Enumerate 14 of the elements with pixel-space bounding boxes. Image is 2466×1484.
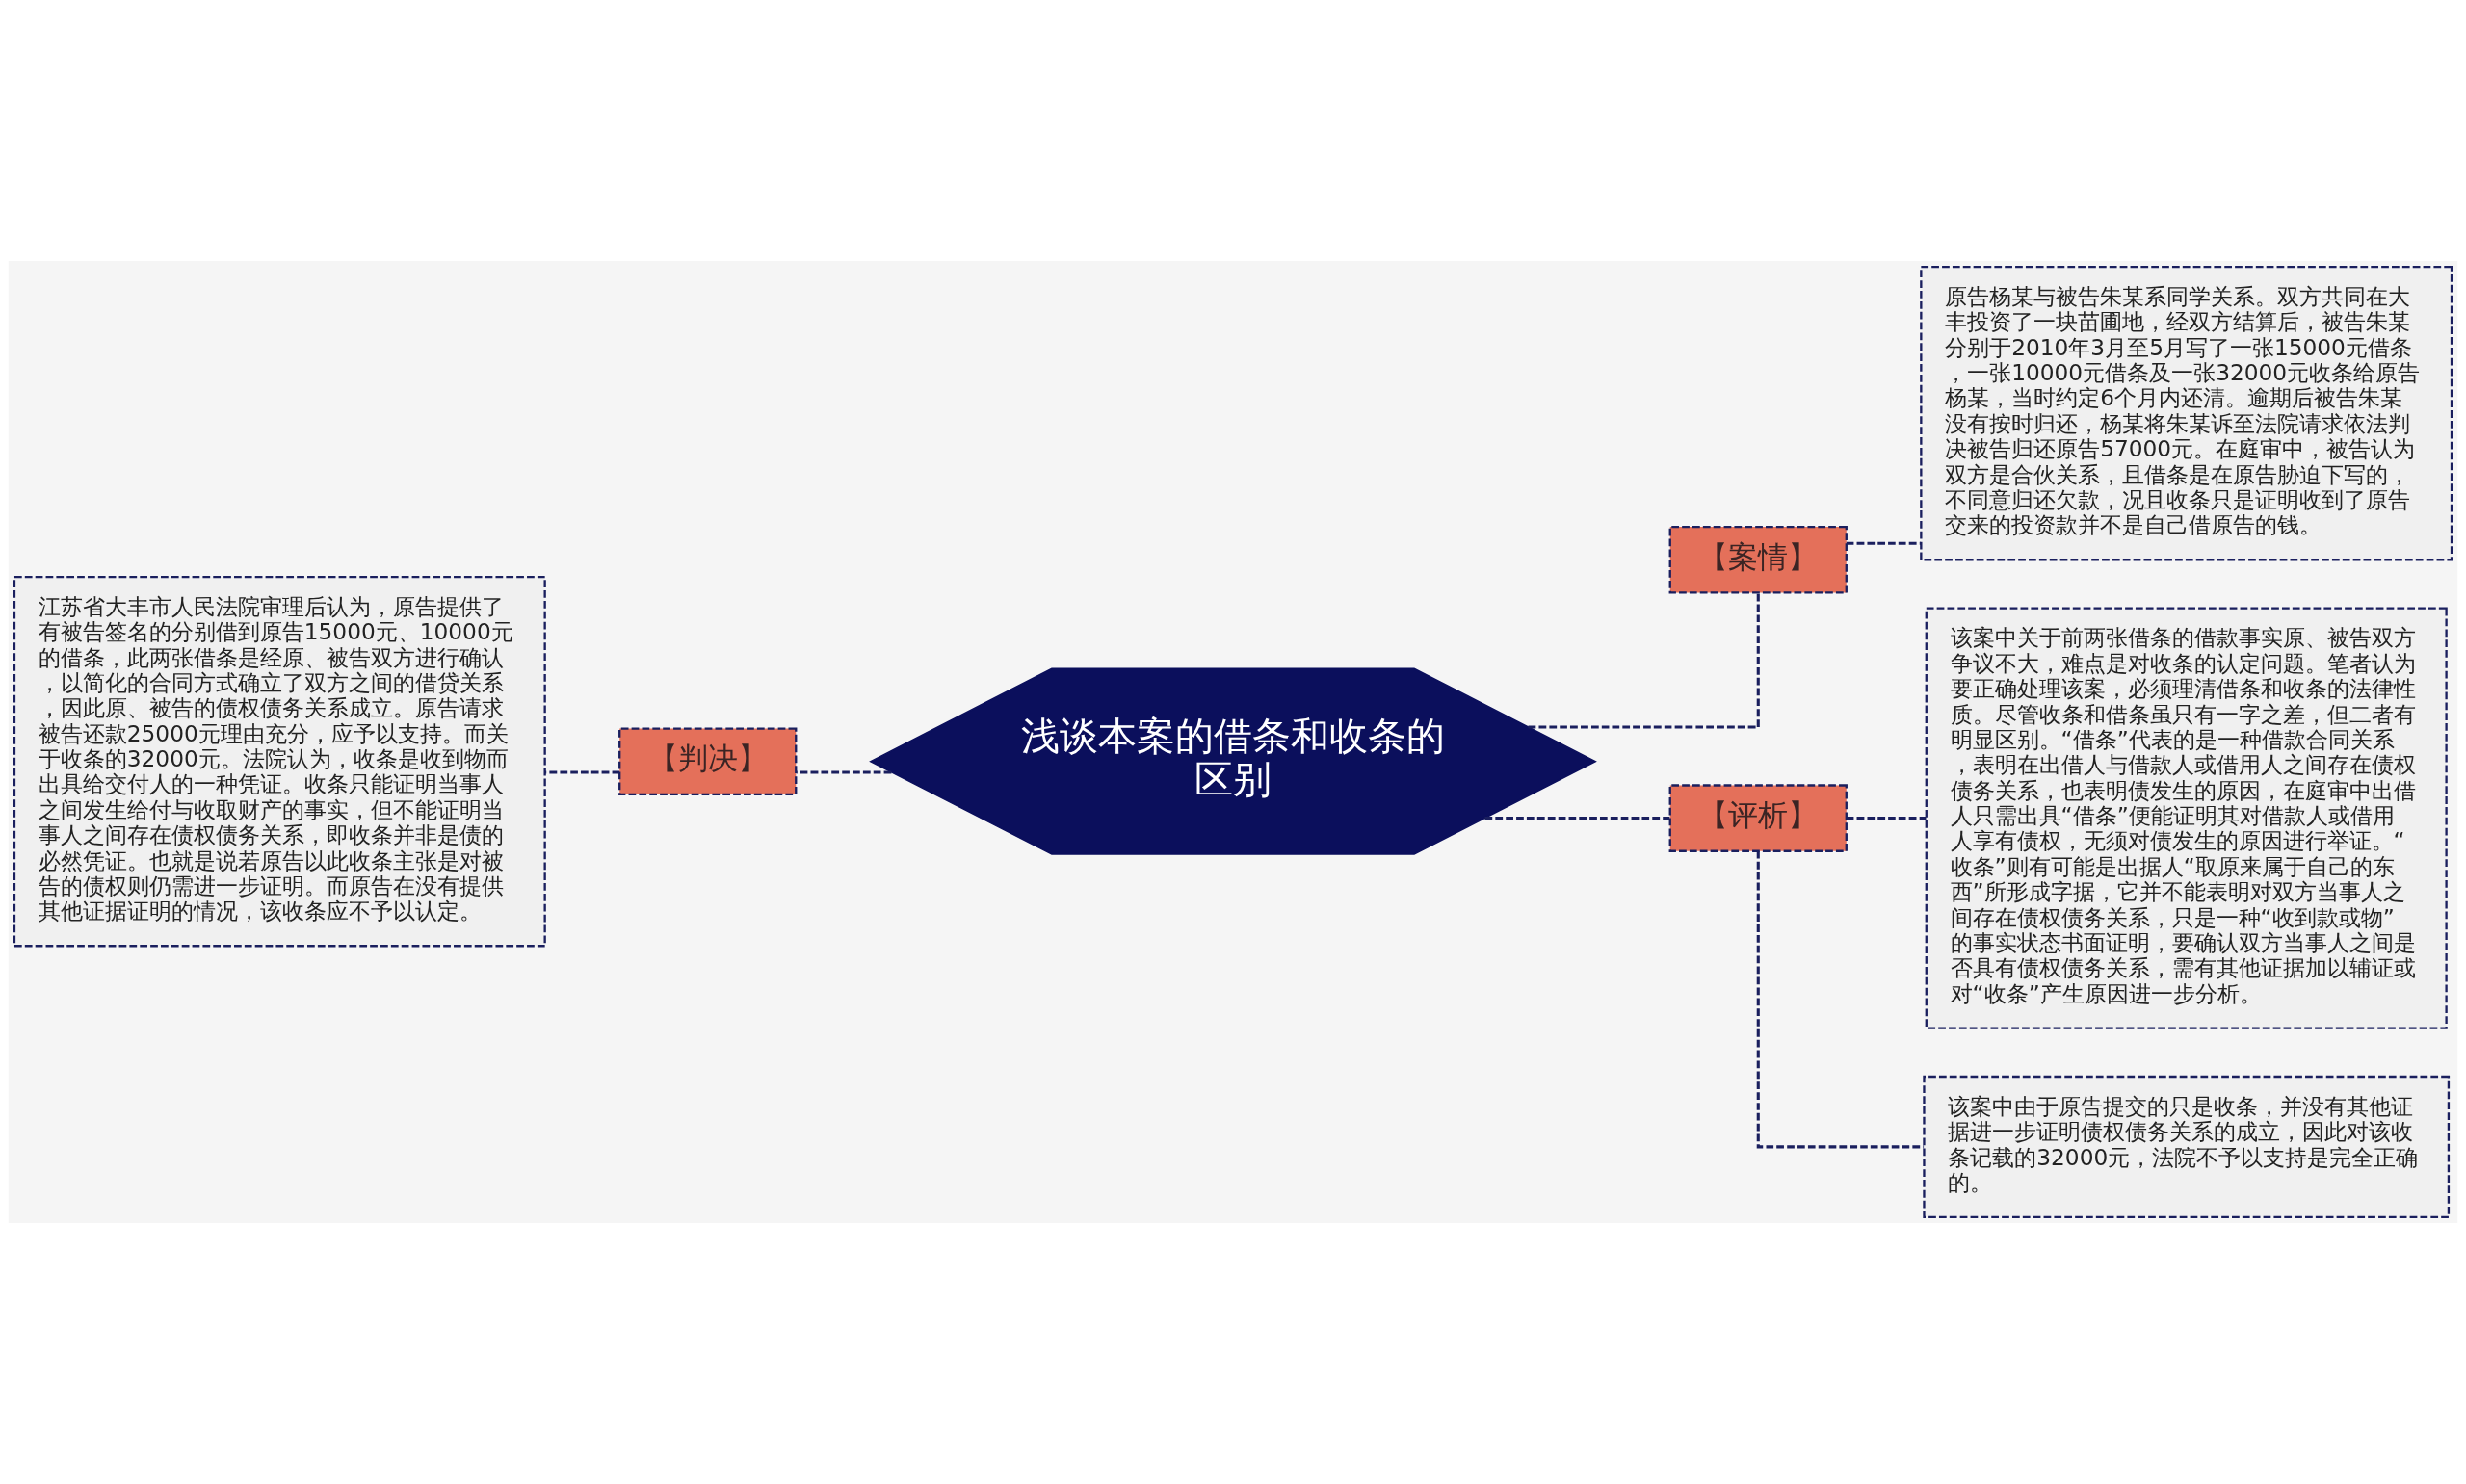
connector <box>1846 541 1922 545</box>
connector <box>544 770 620 774</box>
node-box: 【案情】 <box>1668 525 1848 594</box>
connector <box>1756 851 1925 1149</box>
connector <box>796 770 892 774</box>
node-box: 【判决】 <box>618 727 798 795</box>
connector <box>1846 817 1927 820</box>
node-box: 该案中由于原告提交的只是收条，并没有其他证据进一步证明债权债务关系的成立，因此对该收条记载的32000元，法院不予以支持是完全正确的。 <box>1923 1075 2451 1218</box>
node-box: 该案中关于前两张借条的借款事实原、被告双方争议不大，难点是对收条的认定问题。笔者认为要正确处理该案，必须理清借条和收条的法律性质。尽管收条和借条虽只有一字之差，但二者有明显区别。“借条”代表的是一种借款合同关系，表明在出借人与借款人或借用人之间存在债权债务关系，也表明债发生的原因，在庭审中出借人只需出具“借条”便能证明其对借款人或借用人享有债权，无须对债发生的原因进行举证。“收条”则有可能是出据人“取原来属于自己的东西”所形成字据，它并不能表明对双方当事人之间存在债权债务关系，只是一种“收到款或物”的事实状态书面证明，要确认双方当事人之间是否具有债权债务关系，需有其他证据加以辅证或对“收条”产生原因进一步分析。 <box>1925 607 2448 1029</box>
node-box: 原告杨某与被告朱某系同学关系。双方共同在大丰投资了一块苗圃地，经双方结算后，被告朱某分别于2010年3月至5月写了一张15000元借条，一张10000元借条及一张32000元收条给原告杨某，当时约定6个月内还清。逾期后被告朱某没有按时归还，杨某将朱某诉至法院请求依法判决被告归还原告57000元。在庭审中，被告认为双方是合伙关系，且借条是在原告胁迫下写的，不同意归还欠款，况且收条只是证明收到了原告交来的投资款并不是自己借原告的钱。 <box>1920 266 2453 561</box>
node-box: 【评析】 <box>1668 784 1848 852</box>
node-box: 江苏省大丰市人民法院审理后认为，原告提供了有被告签名的分别借到原告15000元、10000元的借条，此两张借条是经原、被告双方进行确认，以简化的合同方式确立了双方之间的借贷关系，因此原、被告的债权债务关系成立。原告请求被告还款25000元理由充分，应予以支持。而关于收条的32000元。法院认为，收条是收到物而出具给交付人的一种凭证。收条只能证明当事人之间发生给付与收取财产的事实，但不能证明当事人之间存在债权债务关系，即收条并非是债的必然凭证。也就是说若原告以此收条主张是对被告的债权则仍需进一步证明。而原告在没有提供其他证据证明的情况，该收条应不予以认定。 <box>13 575 546 948</box>
connector <box>1528 592 1760 729</box>
connector <box>1484 817 1670 820</box>
